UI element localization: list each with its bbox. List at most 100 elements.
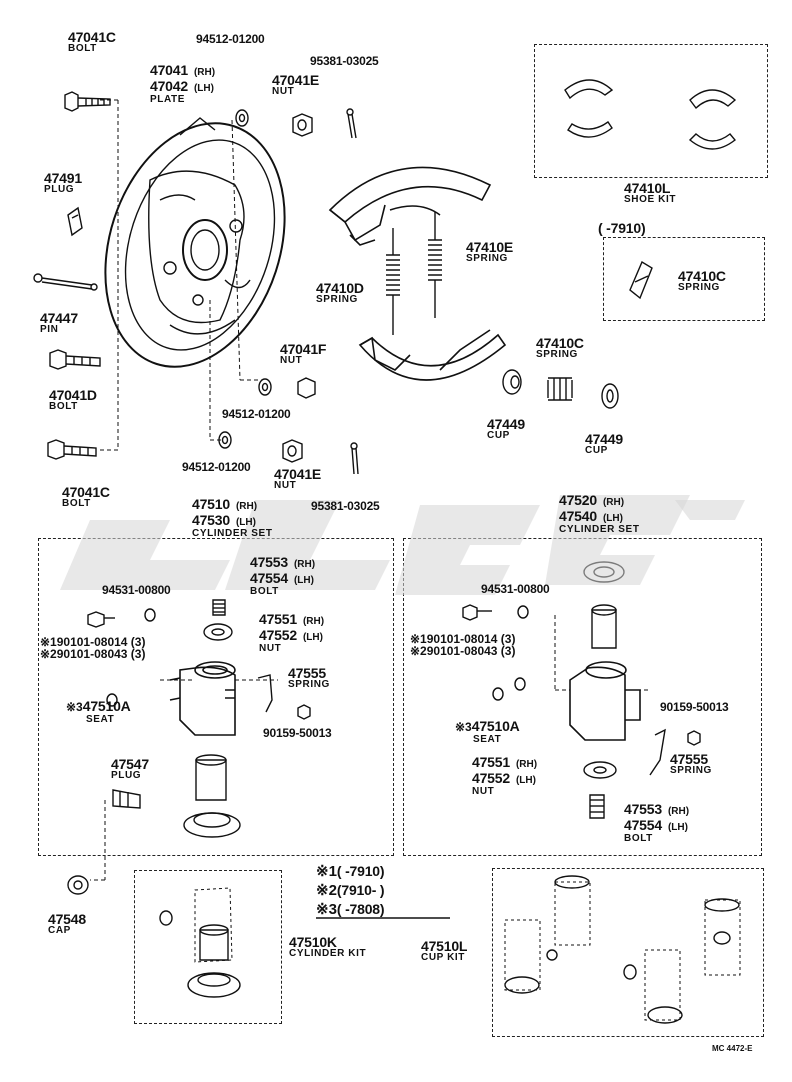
right-cylinder-drawing — [569, 661, 641, 741]
right-bolt-47553-drawing — [589, 794, 605, 819]
washer-94512-top-drawing — [235, 109, 249, 127]
washer-94512-low-drawing — [218, 431, 232, 449]
part-number: 47552 — [472, 770, 510, 786]
nut-47041f-drawing — [297, 377, 316, 399]
label-47449-a: 47449 CUP — [487, 417, 525, 441]
spring-47410d-drawing — [386, 228, 400, 335]
cap-47548-drawing — [67, 875, 89, 895]
side-lh: (LH) — [667, 822, 688, 833]
part-number: 47041C — [68, 29, 116, 45]
part-number: 47553 — [624, 801, 662, 817]
part-number: 47530 — [192, 512, 230, 528]
label-47510k: 47510K CYLINDER KIT — [289, 935, 366, 959]
part-number: 47410D — [316, 280, 364, 296]
label-47553-right: 47553(RH) 47554(LH) BOLT — [624, 802, 689, 844]
part-number: 47041C — [62, 484, 110, 500]
spring-47410c-mid-drawing — [547, 377, 573, 401]
label-47410c-mid: 47410C SPRING — [536, 336, 584, 360]
brake-shoe-upper-drawing — [328, 166, 492, 246]
part-number: 47555 — [670, 751, 708, 767]
side-lh: (LH) — [193, 83, 214, 94]
label-47547: 47547 PLUG — [111, 757, 149, 781]
side-lh: (LH) — [293, 575, 314, 586]
part-number: 47510A — [471, 718, 520, 734]
part-name: BOLT — [68, 43, 97, 54]
side-rh: (RH) — [235, 501, 258, 512]
part-name: PLUG — [44, 184, 75, 195]
part-name: CYLINDER SET — [559, 524, 640, 535]
side-rh: (RH) — [667, 806, 690, 817]
part-number: 47041E — [272, 72, 320, 88]
part-number: 47041F — [280, 341, 327, 357]
label-line: ※190101-08014 (3) — [410, 632, 516, 646]
bolt-47041d-drawing — [49, 349, 101, 370]
part-name: CYLINDER SET — [192, 528, 273, 539]
part-name: SEAT — [86, 714, 115, 725]
part-name: PIN — [40, 324, 59, 335]
label-47520-cylinder-set: 47520(RH) 47540(LH) CYLINDER SET — [559, 493, 640, 535]
cotter-pin-top-drawing — [346, 108, 357, 139]
left-bolt-47553-drawing — [212, 599, 226, 616]
label-47510l-cup-kit: 47510L CUP KIT — [421, 939, 467, 963]
right-spring-47555-drawing — [649, 728, 666, 776]
cup-kit-box — [492, 868, 764, 1037]
legend-mark-3: ※3 — [316, 901, 337, 918]
spring-47410c-box — [603, 237, 765, 321]
pin-47447-drawing — [33, 273, 98, 291]
side-rh: (RH) — [193, 67, 216, 78]
part-number: 47540 — [559, 508, 597, 524]
left-seat-drawing — [106, 693, 118, 707]
part-number: 47510K — [289, 934, 337, 950]
label-47555-left: 47555 SPRING — [288, 666, 330, 690]
side-lh: (LH) — [302, 632, 323, 643]
label-line: ※190101-08014 (3) — [40, 635, 146, 649]
part-number: 47042 — [150, 78, 188, 94]
part-number: 47552 — [259, 627, 297, 643]
right-small-bolt-drawing — [462, 604, 492, 621]
plug-47491-drawing — [67, 206, 83, 237]
left-cylinder-drawing — [169, 661, 236, 736]
right-nut-47551-drawing — [583, 761, 617, 779]
part-number: 47041D — [49, 387, 97, 403]
part-number: 47410L — [624, 180, 671, 196]
part-name: CUP — [487, 430, 510, 441]
label-90101-right: ※190101-08014 (3) ※290101-08043 (3) — [410, 633, 515, 657]
part-number: 47447 — [40, 310, 78, 326]
part-number: 47548 — [48, 911, 86, 927]
brake-shoe-lower-drawing — [358, 329, 507, 381]
part-name: SPRING — [536, 349, 578, 360]
right-seat-drawing — [492, 677, 526, 701]
label-47447: 47447 PIN — [40, 311, 78, 335]
label-line: ※290101-08043 (3) — [410, 644, 516, 658]
shoe-kit-box — [534, 44, 768, 178]
legend-range-2: (7910- ) — [336, 882, 385, 898]
cotter-pin-bottom-drawing — [350, 442, 359, 475]
part-name: BOLT — [624, 833, 653, 844]
part-number: 47555 — [288, 665, 326, 681]
label-47510a-left: ※347510A SEAT — [66, 699, 131, 725]
label-90101-left: ※190101-08014 (3) ※290101-08043 (3) — [40, 636, 145, 660]
leader-lines — [90, 99, 650, 881]
cylinder-kit-47510k-drawing — [159, 887, 241, 998]
part-number: 47041E — [274, 466, 322, 482]
part-name: CYLINDER KIT — [289, 948, 367, 959]
label-94531-right: 94531-00800 — [481, 582, 550, 596]
part-name: PLATE — [150, 94, 186, 105]
side-lh: (LH) — [515, 775, 536, 786]
left-small-screw-drawing — [297, 704, 311, 720]
part-number: 47410C — [536, 335, 584, 351]
part-name: SPRING — [678, 282, 720, 293]
label-47551-left: 47551(RH) 47552(LH) NUT — [259, 612, 324, 654]
cylinder-set-left-box — [38, 538, 394, 856]
right-washer-94531-drawing — [517, 605, 529, 619]
part-name: SHOE KIT — [624, 194, 677, 205]
part-name: NUT — [280, 355, 303, 366]
side-lh: (LH) — [602, 513, 623, 524]
legend-mark-2: ※2 — [316, 882, 337, 899]
part-number: 47449 — [585, 431, 623, 447]
part-name: BOLT — [250, 586, 279, 597]
label-47551-right: 47551(RH) 47552(LH) NUT — [472, 755, 537, 797]
part-number: 47551 — [472, 754, 510, 770]
shoe-kit-drawing — [564, 79, 737, 150]
